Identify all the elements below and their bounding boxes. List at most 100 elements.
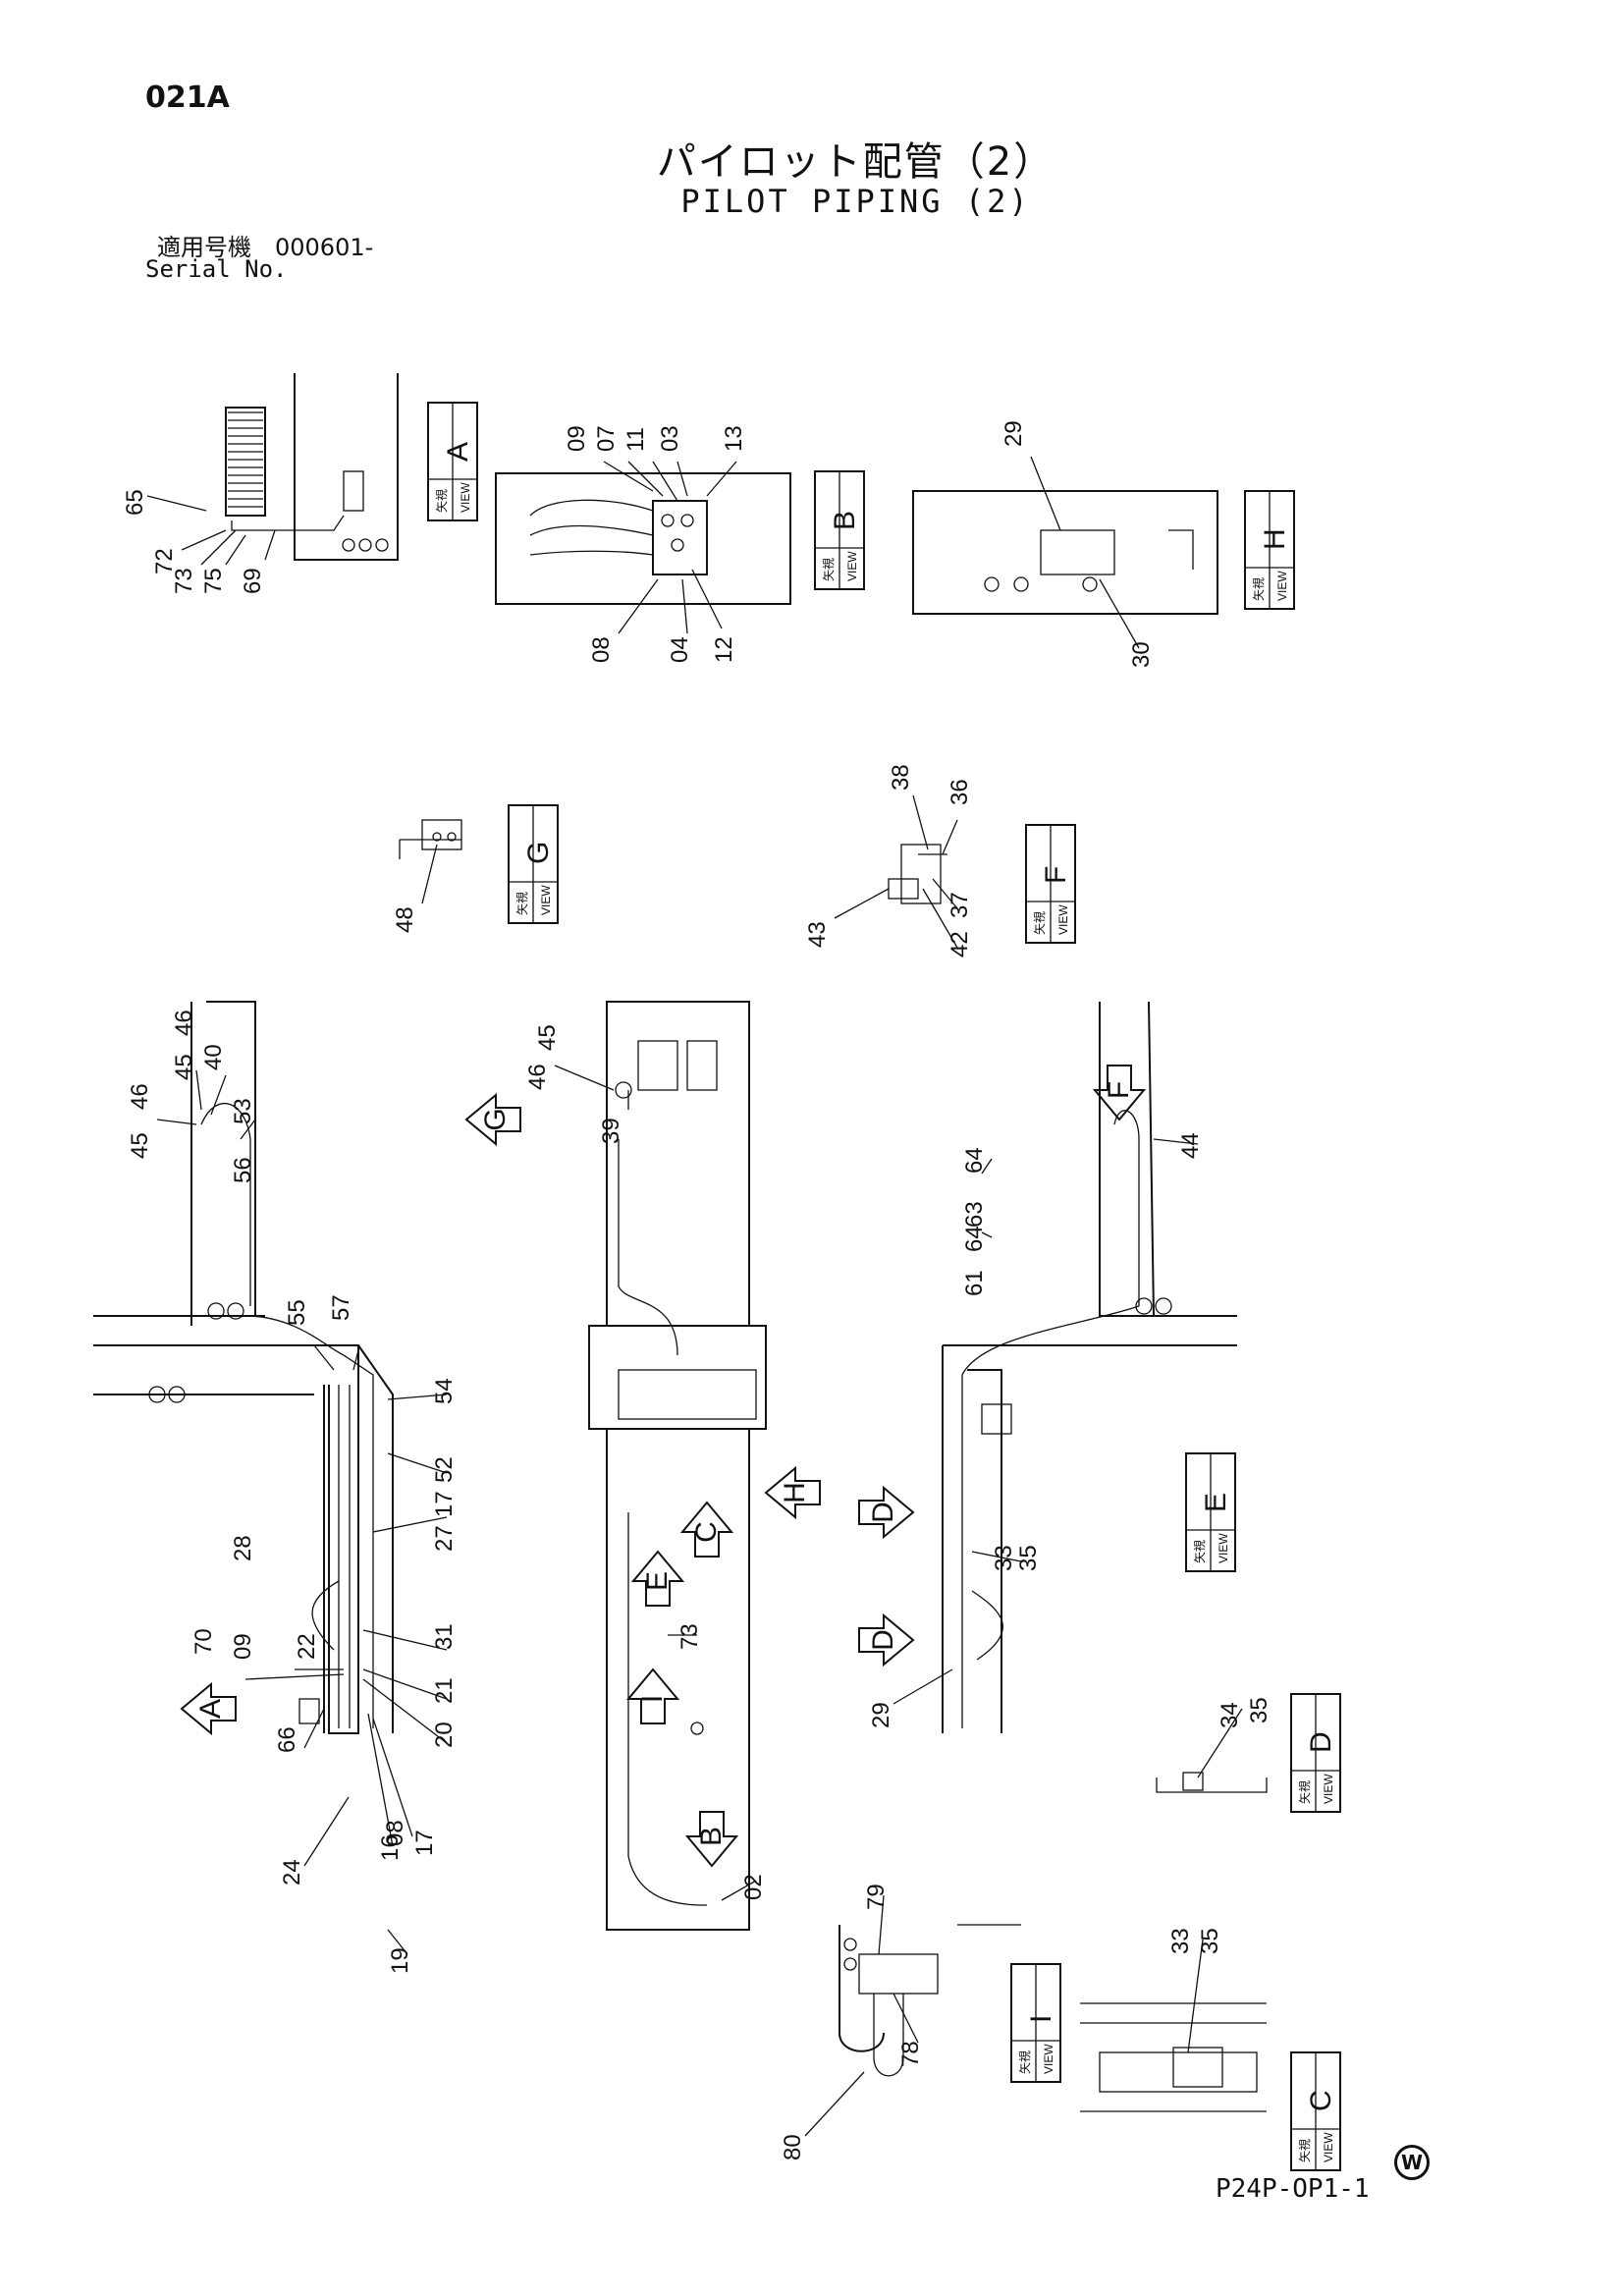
diagram-rect — [225, 407, 266, 517]
part-number-label: 20 — [431, 1722, 458, 1748]
diagram-path — [961, 1305, 1140, 1728]
diagram-rect — [652, 500, 708, 575]
view-box-letter: G — [522, 842, 555, 864]
part-number-label: 07 — [593, 425, 620, 452]
view-box-en: VIEW — [1217, 1533, 1230, 1563]
diagram-line — [264, 529, 276, 561]
diagram-line — [156, 1119, 197, 1125]
view-box-jp: 矢視 — [1017, 2050, 1032, 2074]
arrow-letter: D — [867, 1629, 899, 1651]
part-number-label: 54 — [431, 1378, 458, 1404]
diagram-line — [367, 1713, 394, 1847]
diagram-rect — [343, 470, 364, 512]
view-arrow-icon — [630, 1550, 685, 1607]
view-box-jp: 矢視 — [1297, 1780, 1312, 1804]
part-number-label: 70 — [190, 1628, 217, 1655]
view-arrow-icon — [1092, 1065, 1147, 1121]
diagram-line — [691, 569, 723, 629]
diagram-line — [981, 1158, 993, 1175]
part-number-label: 61 — [961, 1270, 988, 1296]
diagram-line — [922, 888, 958, 949]
diagram-circle — [375, 538, 389, 552]
part-number-label: 02 — [740, 1874, 767, 1900]
view-box-jp: 矢視 — [821, 558, 836, 581]
diagram-line — [981, 1231, 993, 1238]
part-number-label: 46 — [171, 1010, 197, 1036]
diagram-rect — [618, 1369, 757, 1420]
part-number-label: 12 — [711, 636, 737, 663]
view-box-a: 矢視 VIEW A — [427, 402, 478, 521]
diagram-line — [618, 578, 659, 634]
part-number-label: 09 — [564, 425, 590, 452]
diagram-circle — [984, 576, 1000, 592]
diagram-path — [357, 1344, 394, 1733]
part-number-label: 33 — [1167, 1928, 1194, 1954]
diagram-line — [421, 844, 438, 904]
part-number-label: 42 — [947, 931, 973, 957]
diagram-path — [873, 1994, 904, 2077]
diagram-path — [1156, 1777, 1268, 1793]
diagram-line — [1153, 1138, 1199, 1145]
part-number-label: 46 — [127, 1083, 153, 1110]
part-number-label: 35 — [1015, 1545, 1042, 1571]
part-number-label: 17 — [411, 1830, 438, 1856]
diagram-line — [362, 1678, 448, 1744]
view-box-en: VIEW — [459, 482, 472, 513]
view-box-letter: B — [829, 511, 861, 530]
view-box-jp: 矢視 — [1032, 911, 1047, 935]
part-number-label: 73 — [171, 568, 197, 594]
part-number-label: 34 — [1217, 1702, 1243, 1728]
diagram-line — [303, 1708, 325, 1749]
diagram-circle — [168, 1386, 186, 1403]
view-box-jp: 矢視 — [1192, 1540, 1207, 1563]
diagram-path — [971, 1590, 1003, 1661]
part-number-label: 53 — [230, 1098, 256, 1124]
diagram-line — [225, 534, 246, 566]
diagram-rect — [1099, 2051, 1258, 2093]
diagram-circle — [1155, 1297, 1172, 1315]
diagram-circle — [1013, 576, 1029, 592]
part-number-label: 43 — [804, 921, 831, 948]
diagram-rect — [588, 1325, 767, 1430]
part-number-label: 44 — [1177, 1132, 1204, 1159]
diagram-line — [313, 1344, 335, 1371]
diagram-path — [1099, 1002, 1237, 1317]
part-number-label: 35 — [1197, 1928, 1223, 1954]
part-number-label: 33 — [991, 1545, 1017, 1571]
view-box-jp: 矢視 — [1251, 577, 1266, 601]
diagram-circle — [671, 538, 684, 552]
diagram-line — [210, 1074, 227, 1116]
part-number-label: 17 — [431, 1491, 458, 1517]
diagram-line — [1030, 456, 1061, 531]
diagram-circle — [207, 1302, 225, 1320]
view-box-letter: A — [442, 442, 474, 462]
view-box-jp: 矢視 — [434, 489, 449, 513]
diagram-circle — [358, 538, 372, 552]
diagram-line — [912, 794, 929, 850]
diagram-line — [303, 1796, 350, 1867]
part-number-label: 13 — [721, 425, 747, 452]
view-arrow-icon — [764, 1465, 821, 1520]
part-number-label: 19 — [387, 1947, 413, 1974]
part-number-label: 48 — [392, 906, 418, 933]
diagram-line — [372, 1718, 413, 1837]
view-arrow-icon — [684, 1811, 739, 1868]
view-box-en: VIEW — [1322, 2132, 1335, 2162]
diagram-line — [603, 461, 654, 492]
diagram-line — [893, 1668, 953, 1705]
part-number-label: 09 — [230, 1633, 256, 1660]
view-box-letter: I — [1025, 2015, 1057, 2023]
part-number-label: 31 — [431, 1623, 458, 1650]
view-arrow-icon — [858, 1613, 915, 1667]
arrow-letter: F — [1103, 1081, 1135, 1099]
diagram-rect — [981, 1403, 1012, 1435]
diagram-path — [311, 1580, 340, 1651]
page-code: P24P-OP1-1 — [1216, 2174, 1370, 2204]
arrow-letter: D — [867, 1502, 899, 1523]
